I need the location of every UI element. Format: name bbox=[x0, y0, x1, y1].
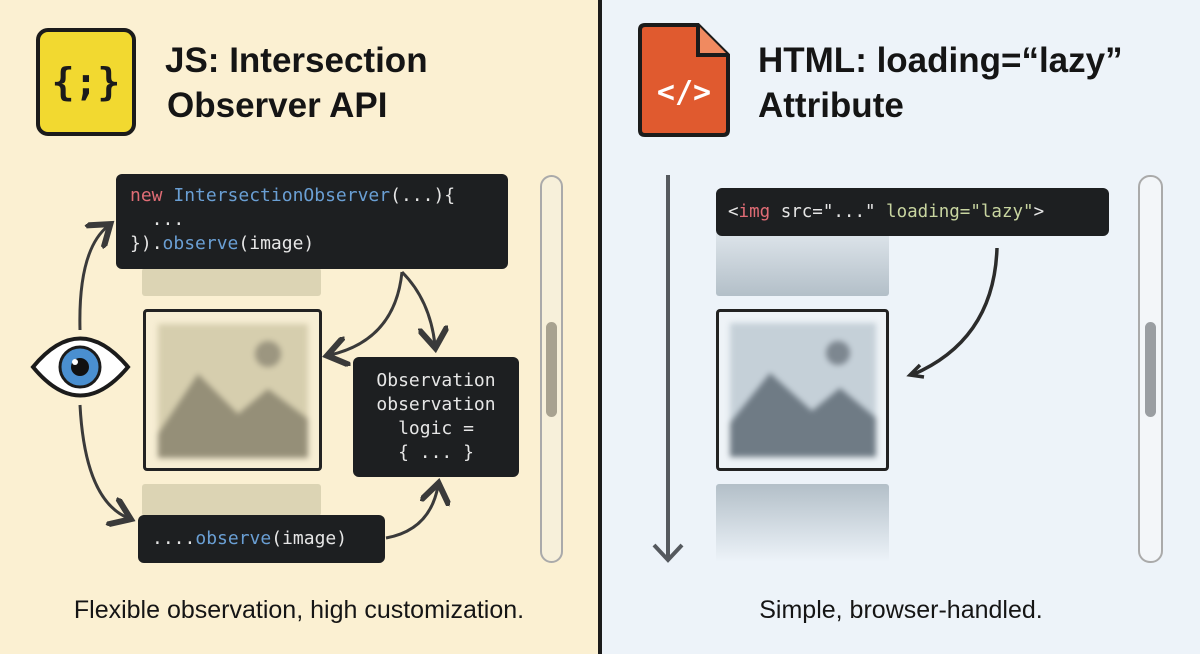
placeholder-bar-bottom bbox=[142, 484, 321, 516]
right-scrollbar[interactable] bbox=[1138, 175, 1163, 563]
right-title-line1: HTML: loading=“lazy” bbox=[758, 41, 1123, 80]
image-frame bbox=[143, 309, 322, 471]
eye-icon bbox=[30, 336, 131, 398]
left-title: JS: Intersection Observer API bbox=[165, 38, 428, 128]
icon-text: {;} bbox=[51, 60, 121, 104]
image-frame bbox=[716, 309, 889, 471]
scroll-down-arrow bbox=[652, 175, 684, 563]
placeholder-bar-top bbox=[716, 230, 889, 296]
left-title-line2: Observer API bbox=[167, 86, 388, 125]
right-title: HTML: loading=“lazy” Attribute bbox=[758, 38, 1123, 128]
arrow-code-to-image bbox=[906, 247, 999, 379]
right-title-line2: Attribute bbox=[758, 86, 904, 125]
right-arrows bbox=[652, 175, 999, 563]
left-arrows bbox=[30, 0, 598, 540]
right-caption: Simple, browser-handled. bbox=[759, 596, 1043, 624]
arrow-code-to-logic bbox=[400, 270, 435, 345]
image-placeholder-icon bbox=[730, 323, 876, 457]
arrow-eye-to-code bbox=[78, 226, 108, 331]
arrow-eye-to-observe bbox=[78, 404, 128, 518]
html-file-code-icon: </> bbox=[638, 23, 730, 137]
img-lazy-code-block: <img src="..." loading="lazy"> bbox=[716, 188, 1109, 236]
svg-text:</>: </> bbox=[657, 75, 711, 110]
js-braces-icon: {;} bbox=[36, 28, 136, 136]
observer-code-block: new IntersectionObserver(...){ ... }).ob… bbox=[116, 174, 508, 269]
left-title-line1: JS: Intersection bbox=[165, 41, 428, 80]
placeholder-bar-bottom bbox=[716, 484, 889, 562]
left-scrollbar[interactable] bbox=[540, 175, 563, 563]
arrow-observe-to-logic bbox=[385, 486, 438, 540]
arrow-code-to-image bbox=[330, 271, 404, 355]
image-placeholder-icon bbox=[158, 324, 308, 458]
placeholder-bar-top bbox=[142, 268, 321, 296]
right-scrollbar-thumb[interactable] bbox=[1145, 322, 1156, 417]
left-caption: Flexible observation, high customization… bbox=[73, 596, 525, 624]
panel-divider bbox=[598, 0, 602, 654]
left-scrollbar-thumb[interactable] bbox=[546, 322, 557, 417]
observe-call-block: ....observe(image) bbox=[138, 515, 385, 563]
